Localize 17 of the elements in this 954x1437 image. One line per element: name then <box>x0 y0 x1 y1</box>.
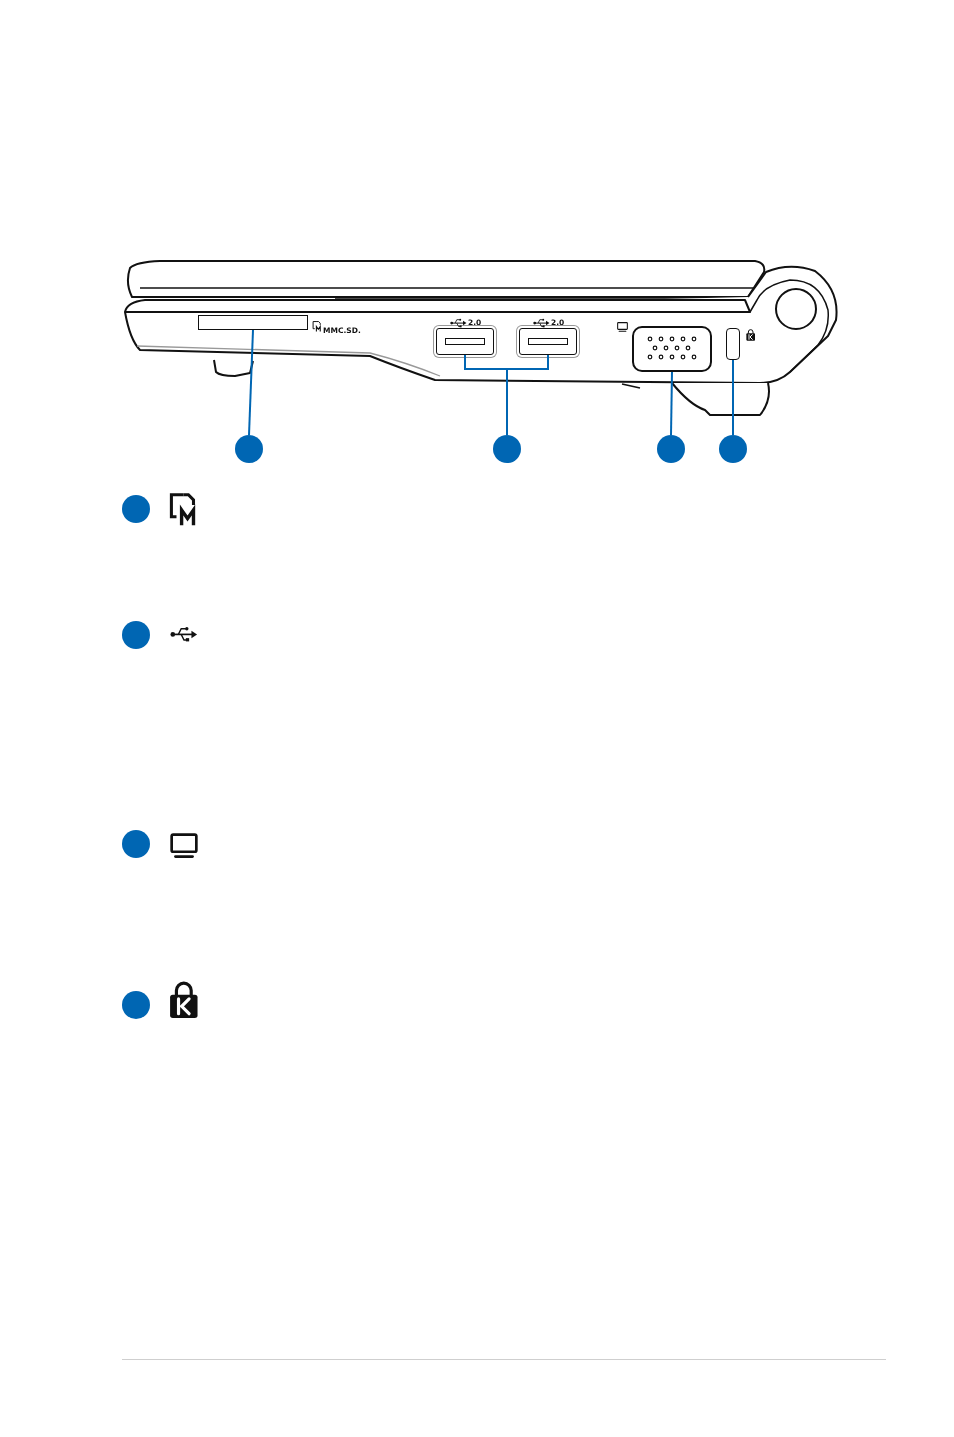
callout-circle <box>235 435 263 463</box>
callout-circle <box>122 621 150 649</box>
leader-line <box>670 371 673 436</box>
leader-line <box>248 329 254 436</box>
callout-circle <box>719 435 747 463</box>
lock-slot <box>726 328 740 360</box>
card-slot <box>198 315 308 330</box>
leader-line <box>506 354 549 436</box>
callout-circle <box>657 435 685 463</box>
vga-port <box>632 326 712 372</box>
callout-circle <box>122 991 150 1019</box>
callout-circle <box>493 435 521 463</box>
leader-line <box>732 359 734 436</box>
callout-circle <box>122 495 150 523</box>
callout-circle <box>122 830 150 858</box>
usb-port <box>436 328 494 355</box>
usb-port <box>519 328 577 355</box>
